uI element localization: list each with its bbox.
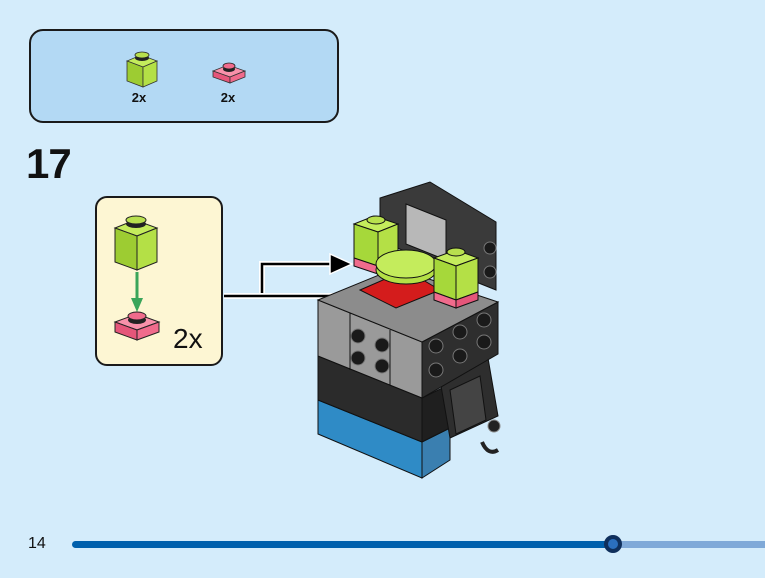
lime-brick-icon xyxy=(125,51,159,88)
progress-track-remaining xyxy=(613,541,765,548)
progress-track-fill xyxy=(72,541,613,548)
lime-brick-icon xyxy=(113,215,159,271)
parts-item-pink-plate: 2x xyxy=(211,61,247,105)
progress-knob xyxy=(604,535,622,553)
pink-plate-icon xyxy=(211,62,247,84)
pink-plate-icon xyxy=(113,311,161,341)
parts-list-box: 2x 2x xyxy=(29,29,339,123)
step-number: 17 xyxy=(26,140,72,187)
callout-qty: 2x xyxy=(173,323,203,354)
sub-assembly-callout: 2x xyxy=(95,196,223,366)
down-arrow-icon xyxy=(131,272,143,312)
parts-item-lime-brick: 2x xyxy=(125,51,159,105)
model-illustration xyxy=(316,181,501,479)
parts-item-qty: 2x xyxy=(220,90,236,105)
parts-item-qty: 2x xyxy=(131,90,147,105)
page-number: 14 xyxy=(28,535,46,552)
